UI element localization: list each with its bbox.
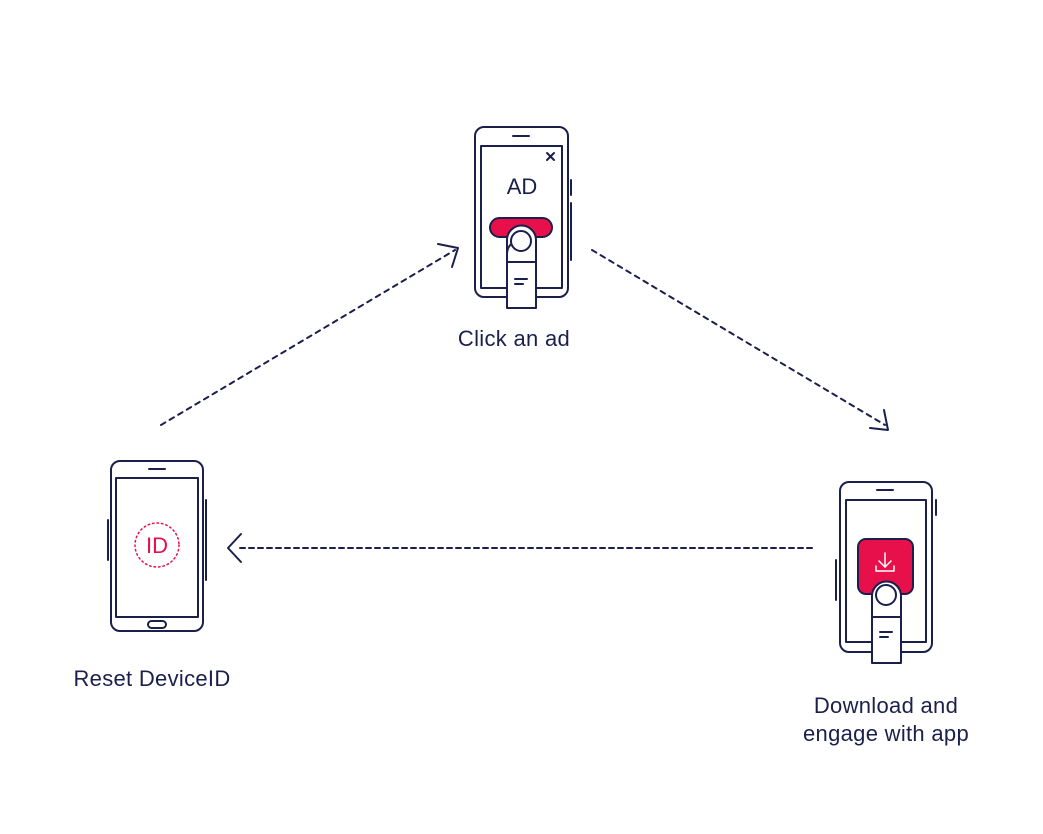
close-icon	[546, 152, 555, 161]
phone-download	[835, 481, 937, 664]
arrow-download-to-reset	[227, 533, 813, 563]
step-label-download-line2: engage with app	[803, 721, 969, 746]
arrow-reset-to-ad	[160, 243, 459, 426]
step-label-download-line1: Download and	[813, 693, 959, 718]
finger-tap-icon	[506, 224, 537, 309]
step-label-download: Download and engage with app	[770, 692, 1002, 748]
step-label-reset-deviceid: Reset DeviceID	[73, 666, 231, 691]
ad-screen-text: AD	[507, 174, 538, 199]
arrow-ad-to-download	[591, 249, 889, 431]
id-screen-text: ID	[146, 533, 168, 558]
phone-click-ad	[474, 126, 572, 309]
step-label-click-ad: Click an ad	[457, 326, 571, 351]
finger-tap-icon	[871, 580, 902, 664]
phone-reset-id	[107, 460, 207, 632]
download-icon	[875, 552, 895, 572]
